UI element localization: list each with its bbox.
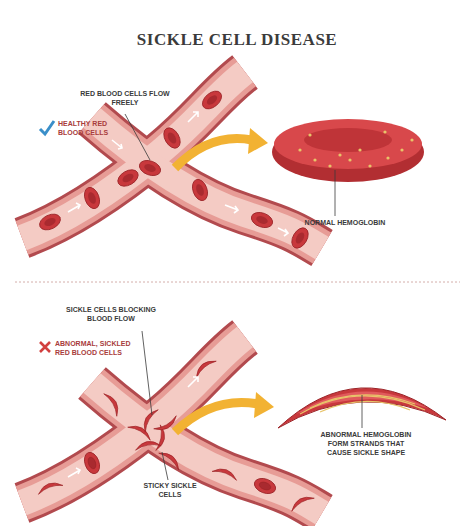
divider [15,282,460,283]
zoom-arrow [175,128,268,168]
callout-label: ABNORMAL HEMOGLOBIN FORM STRANDS THAT CA… [318,431,414,457]
title: SICKLE CELL DISEASE [0,30,474,50]
zoom-arrow [175,392,274,432]
leader-lines [125,114,335,216]
callout-label: ABNORMAL, SICKLED RED BLOOD CELLS [55,340,135,358]
sickle-vessels [22,337,322,513]
cross-icon [40,342,50,352]
callout-label: STICKY SICKLE CELLS [138,482,202,500]
healthy-cell-closeup [272,119,424,182]
healthy-cells [37,88,311,251]
callout-label: NORMAL HEMOGLOBIN [300,219,390,228]
callout-label: RED BLOOD CELLS FLOW FREELY [80,90,170,108]
sickle-cells [36,356,314,511]
leader-lines [142,331,362,480]
sickle-cell-closeup [278,388,446,428]
check-icon [40,121,54,134]
callout-label: SICKLE CELLS BLOCKING BLOOD FLOW [62,306,160,324]
callout-label: HEALTHY RED BLOOD CELLS [58,120,120,138]
